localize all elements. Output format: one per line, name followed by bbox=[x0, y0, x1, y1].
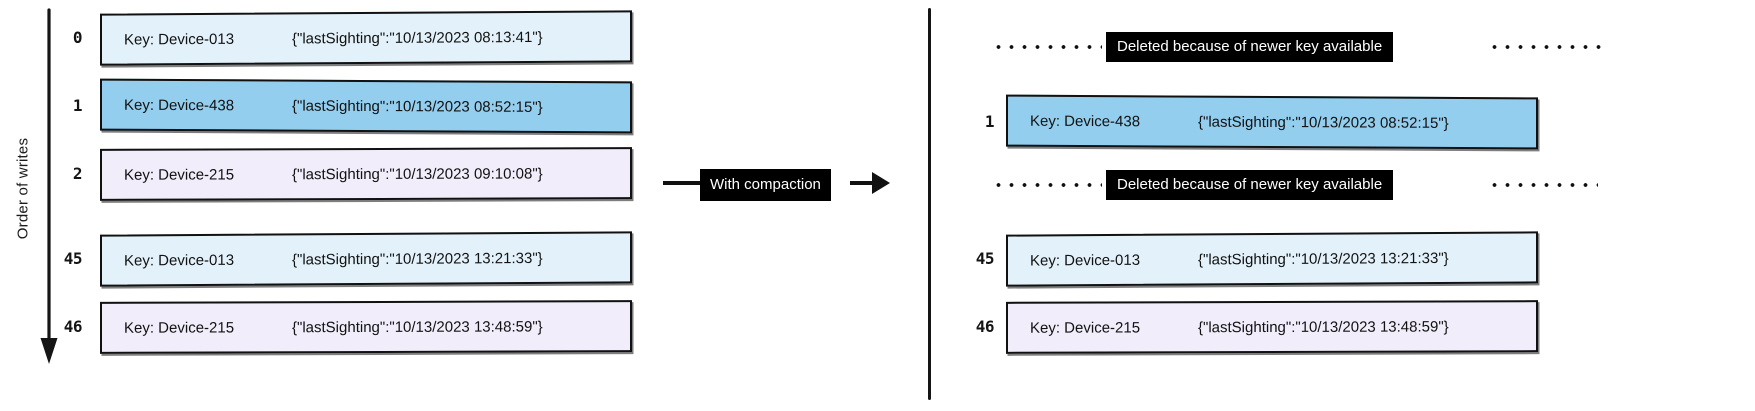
record-value: {"lastSighting":"10/13/2023 13:48:59"} bbox=[292, 317, 543, 336]
dotted-line-left bbox=[992, 45, 1102, 49]
dotted-line-right bbox=[1488, 183, 1598, 187]
record-value: {"lastSighting":"10/13/2023 08:52:15"} bbox=[292, 97, 543, 116]
row-index: 45 bbox=[975, 249, 995, 268]
with-compaction-label: With compaction bbox=[700, 169, 831, 201]
deleted-record-strip: Deleted because of newer key available bbox=[988, 32, 1728, 62]
record-key: Key: Device-215 bbox=[124, 318, 235, 337]
with-compaction-arrow: With compaction bbox=[660, 160, 900, 206]
deleted-badge: Deleted because of newer key available bbox=[1106, 32, 1394, 62]
log-record-card[interactable]: Key: Device-215 {"lastSighting":"10/13/2… bbox=[1006, 300, 1538, 354]
log-record-card[interactable]: Key: Device-215 {"lastSighting":"10/13/2… bbox=[100, 147, 632, 201]
log-record-card[interactable]: Key: Device-438 {"lastSighting":"10/13/2… bbox=[100, 78, 632, 134]
record-key: Key: Device-013 bbox=[124, 30, 235, 48]
row-index: 1 bbox=[72, 96, 83, 115]
dotted-line-right bbox=[1488, 45, 1603, 49]
record-value: {"lastSighting":"10/13/2023 09:10:08"} bbox=[292, 164, 543, 183]
row-index: 45 bbox=[63, 249, 83, 268]
log-record-card[interactable]: Key: Device-438 {"lastSighting":"10/13/2… bbox=[1006, 94, 1538, 150]
row-index: 0 bbox=[72, 28, 83, 47]
log-record-card[interactable]: Key: Device-215 {"lastSighting":"10/13/2… bbox=[100, 300, 632, 354]
row-index: 1 bbox=[984, 112, 995, 131]
panel-divider bbox=[928, 8, 931, 400]
arrow-line-left bbox=[663, 181, 703, 185]
order-of-writes-label: Order of writes bbox=[14, 137, 32, 240]
record-value: {"lastSighting":"10/13/2023 08:52:15"} bbox=[1198, 113, 1449, 132]
record-value: {"lastSighting":"10/13/2023 13:21:33"} bbox=[292, 249, 543, 268]
log-record-card[interactable]: Key: Device-013 {"lastSighting":"10/13/2… bbox=[100, 10, 632, 66]
record-value: {"lastSighting":"10/13/2023 08:13:41"} bbox=[292, 28, 543, 47]
record-key: Key: Device-438 bbox=[1030, 112, 1141, 130]
row-index: 2 bbox=[72, 164, 83, 183]
arrow-head-icon bbox=[872, 172, 890, 194]
log-record-card[interactable]: Key: Device-013 {"lastSighting":"10/13/2… bbox=[1006, 231, 1538, 287]
before-compaction-panel: Order of writes 0 Key: Device-013 {"last… bbox=[14, 8, 632, 364]
record-key: Key: Device-215 bbox=[124, 165, 235, 184]
order-of-writes-arrow-icon bbox=[40, 8, 58, 364]
record-key: Key: Device-215 bbox=[1030, 318, 1141, 337]
row-index: 46 bbox=[975, 317, 995, 336]
record-key: Key: Device-013 bbox=[1030, 251, 1141, 269]
after-compaction-panel: Deleted because of newer key available 1… bbox=[928, 0, 1755, 411]
deleted-record-strip: Deleted because of newer key available bbox=[988, 170, 1728, 200]
record-key: Key: Device-438 bbox=[124, 96, 235, 114]
row-index: 46 bbox=[63, 317, 83, 336]
arrow-line-right bbox=[850, 181, 876, 185]
deleted-badge: Deleted because of newer key available bbox=[1106, 170, 1394, 200]
dotted-line-left bbox=[992, 183, 1102, 187]
log-record-card[interactable]: Key: Device-013 {"lastSighting":"10/13/2… bbox=[100, 231, 632, 287]
record-value: {"lastSighting":"10/13/2023 13:21:33"} bbox=[1198, 249, 1449, 268]
record-value: {"lastSighting":"10/13/2023 13:48:59"} bbox=[1198, 317, 1449, 336]
record-key: Key: Device-013 bbox=[124, 251, 235, 269]
